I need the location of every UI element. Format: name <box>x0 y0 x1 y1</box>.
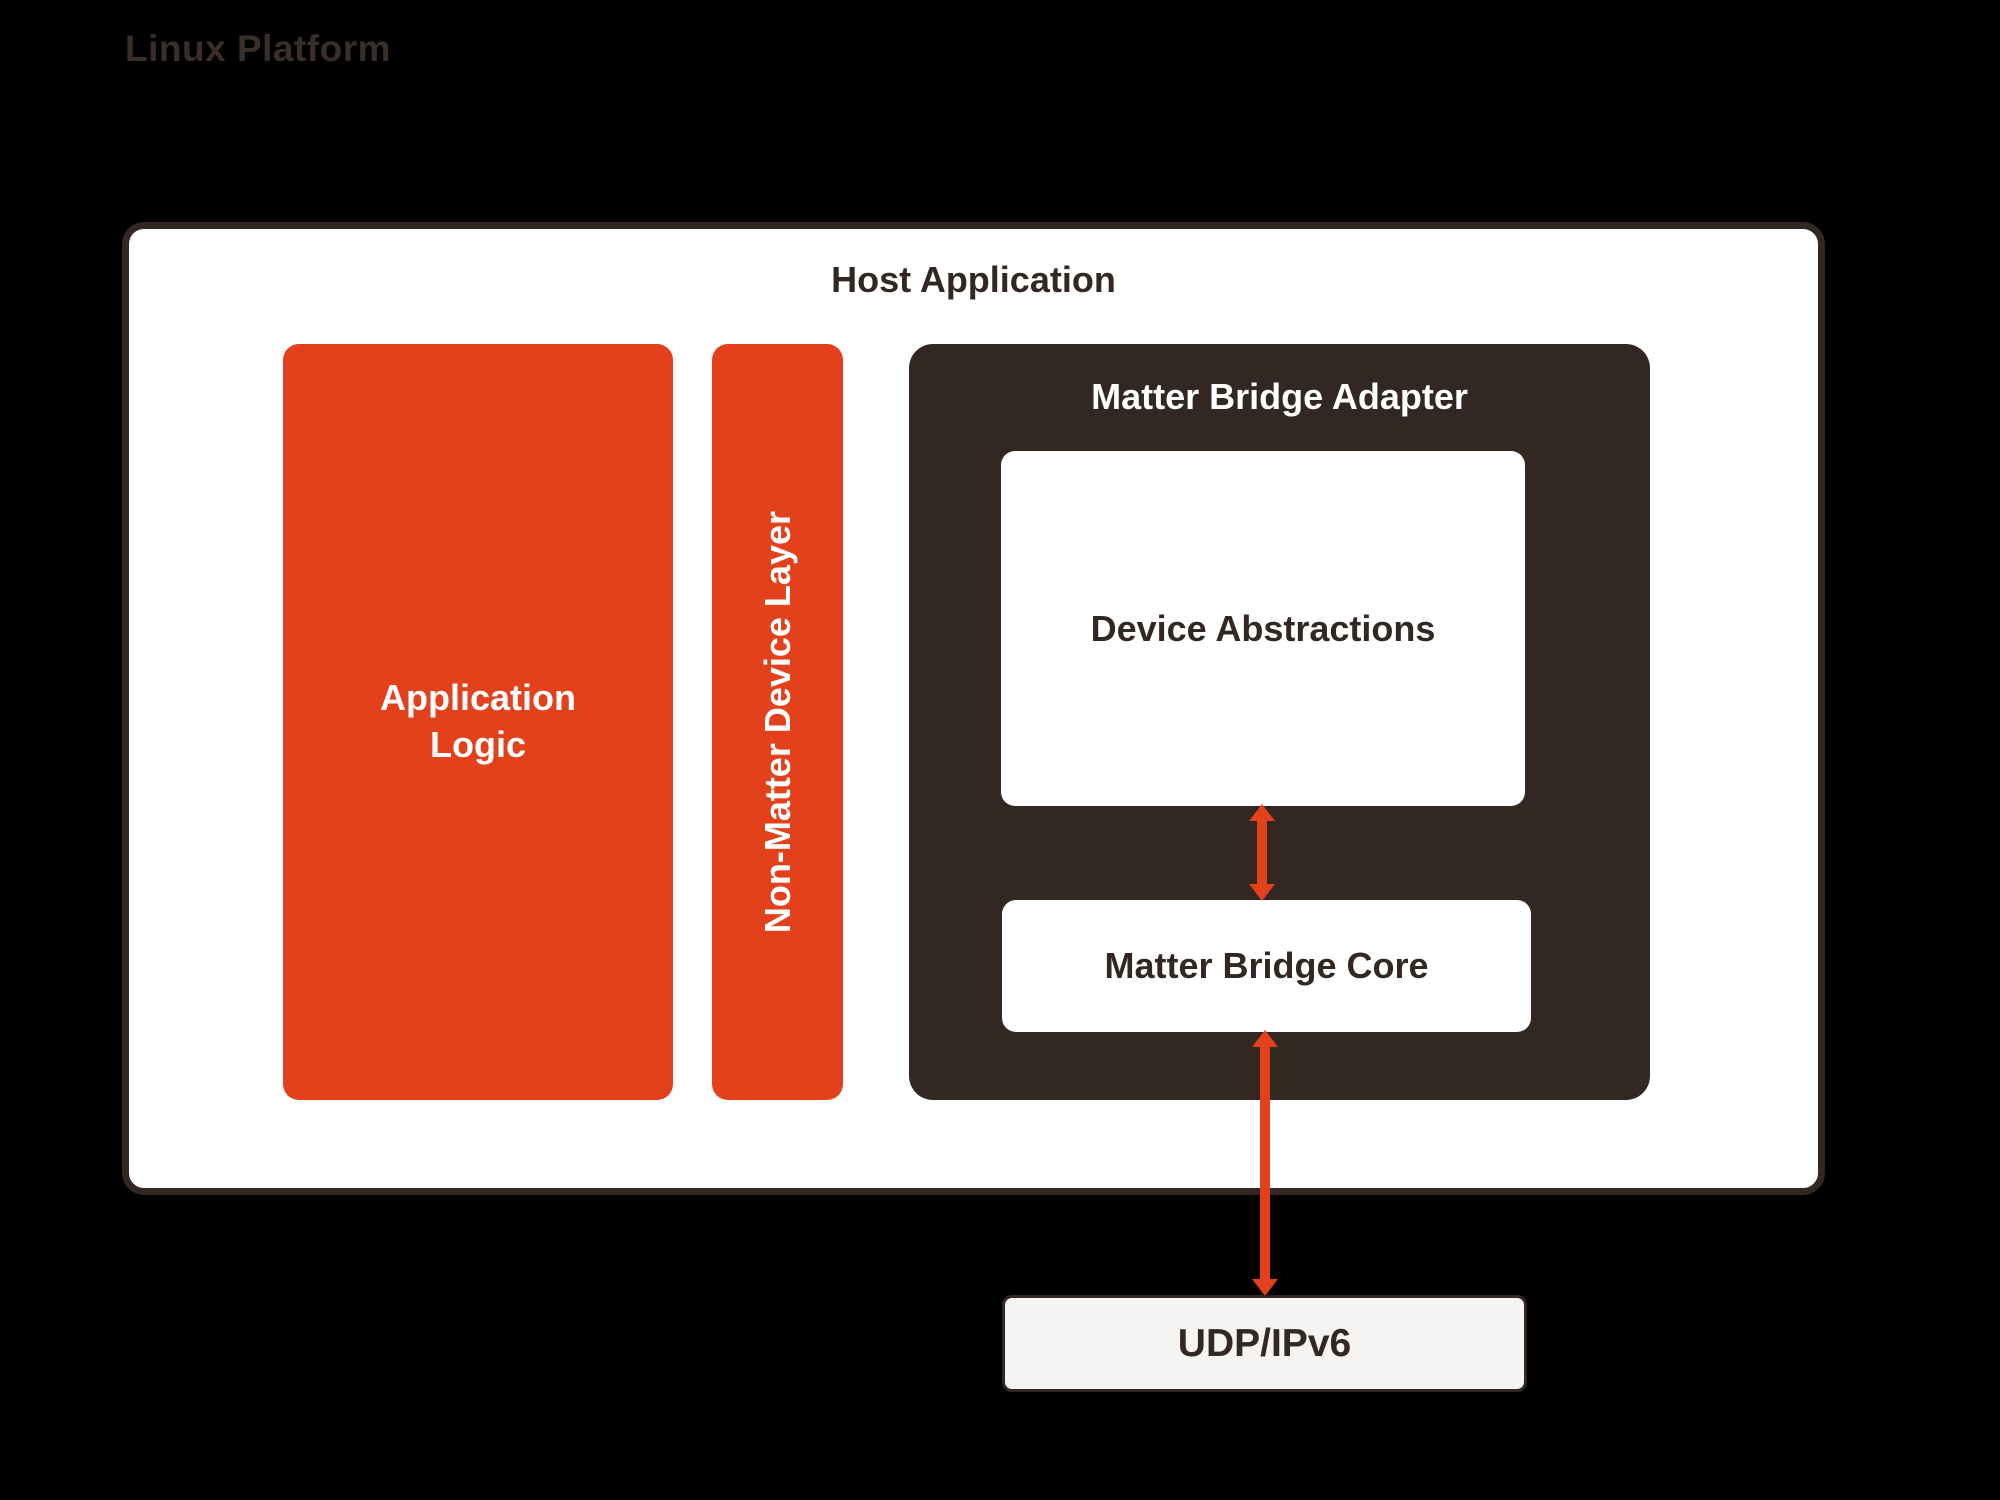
application-logic-label: Application Logic <box>380 677 576 765</box>
arrowhead-down-icon <box>1252 1279 1278 1296</box>
udp-ipv6-block: UDP/IPv6 <box>1002 1295 1527 1392</box>
arrowhead-down-icon <box>1249 884 1275 901</box>
non-matter-device-layer-block: Non-Matter Device Layer <box>712 344 843 1100</box>
application-logic-block: Application Logic <box>283 344 673 1100</box>
device-abstractions-label: Device Abstractions <box>1090 607 1436 649</box>
arrowhead-up-icon <box>1249 804 1275 821</box>
matter-bridge-adapter-title: Matter Bridge Adapter <box>1091 376 1468 417</box>
arrowhead-up-icon <box>1252 1030 1278 1047</box>
linux-platform-title: Linux Platform <box>125 28 392 69</box>
double-arrow-icon <box>1249 804 1275 901</box>
matter-bridge-adapter-block: Matter Bridge Adapter Device Abstraction… <box>909 344 1650 1100</box>
double-arrow-icon <box>1252 1030 1278 1296</box>
host-application-box: Host Application Application Logic Non-M… <box>122 222 1825 1195</box>
arrow-shaft <box>1257 817 1267 888</box>
udp-ipv6-label: UDP/IPv6 <box>1177 1321 1352 1365</box>
host-application-title: Host Application <box>831 259 1116 300</box>
arrow-shaft <box>1260 1043 1270 1283</box>
matter-bridge-core-label: Matter Bridge Core <box>1104 945 1429 986</box>
device-abstractions-block: Device Abstractions <box>1001 451 1525 806</box>
matter-bridge-core-block: Matter Bridge Core <box>1002 900 1531 1032</box>
non-matter-device-layer-label: Non-Matter Device Layer <box>756 510 798 934</box>
